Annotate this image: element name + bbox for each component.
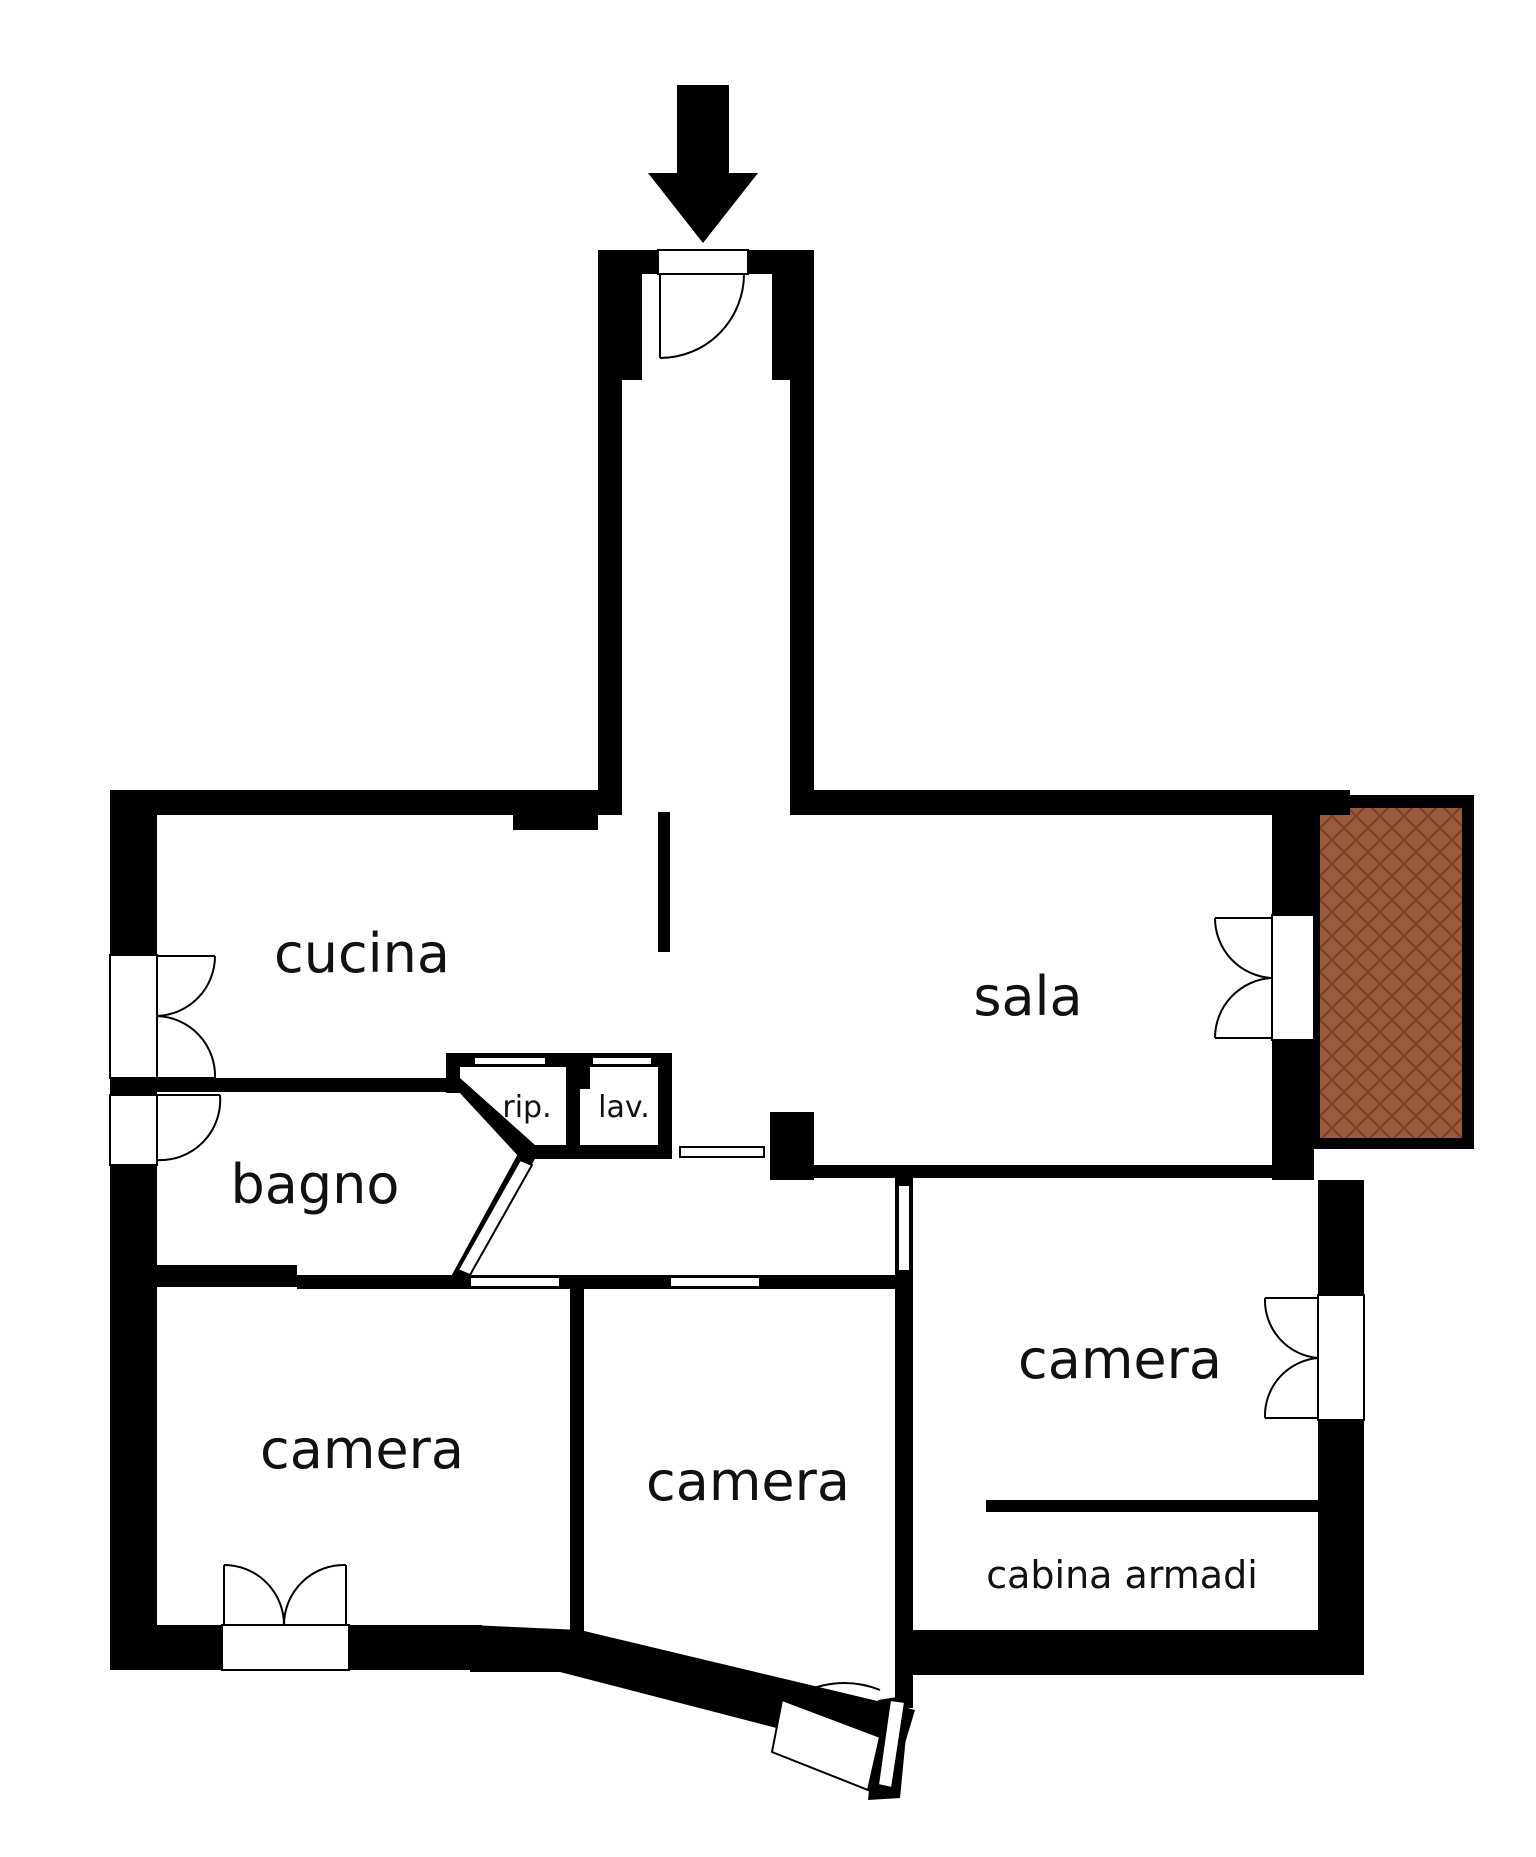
exterior-walls bbox=[110, 250, 1364, 1800]
room-label-lavanderia: lav. bbox=[598, 1090, 650, 1125]
bagno-door bbox=[456, 1158, 534, 1277]
door-swings bbox=[156, 273, 1319, 1736]
room-label-cabina-armadi: cabina armadi bbox=[986, 1553, 1258, 1597]
room-label-camera-sw: camera bbox=[260, 1418, 464, 1481]
room-label-camera-e: camera bbox=[1018, 1328, 1222, 1391]
wall-openings bbox=[109, 249, 1365, 1671]
room-label-cucina: cucina bbox=[274, 922, 450, 985]
room-label-bagno: bagno bbox=[231, 1153, 400, 1216]
room-label-ripostiglio: rip. bbox=[502, 1090, 551, 1125]
bottom-door-frame bbox=[770, 1698, 907, 1792]
balcony bbox=[1308, 795, 1474, 1149]
room-label-sala: sala bbox=[973, 965, 1082, 1028]
down-arrow-icon bbox=[648, 85, 758, 243]
room-label-camera-s: camera bbox=[646, 1450, 850, 1513]
